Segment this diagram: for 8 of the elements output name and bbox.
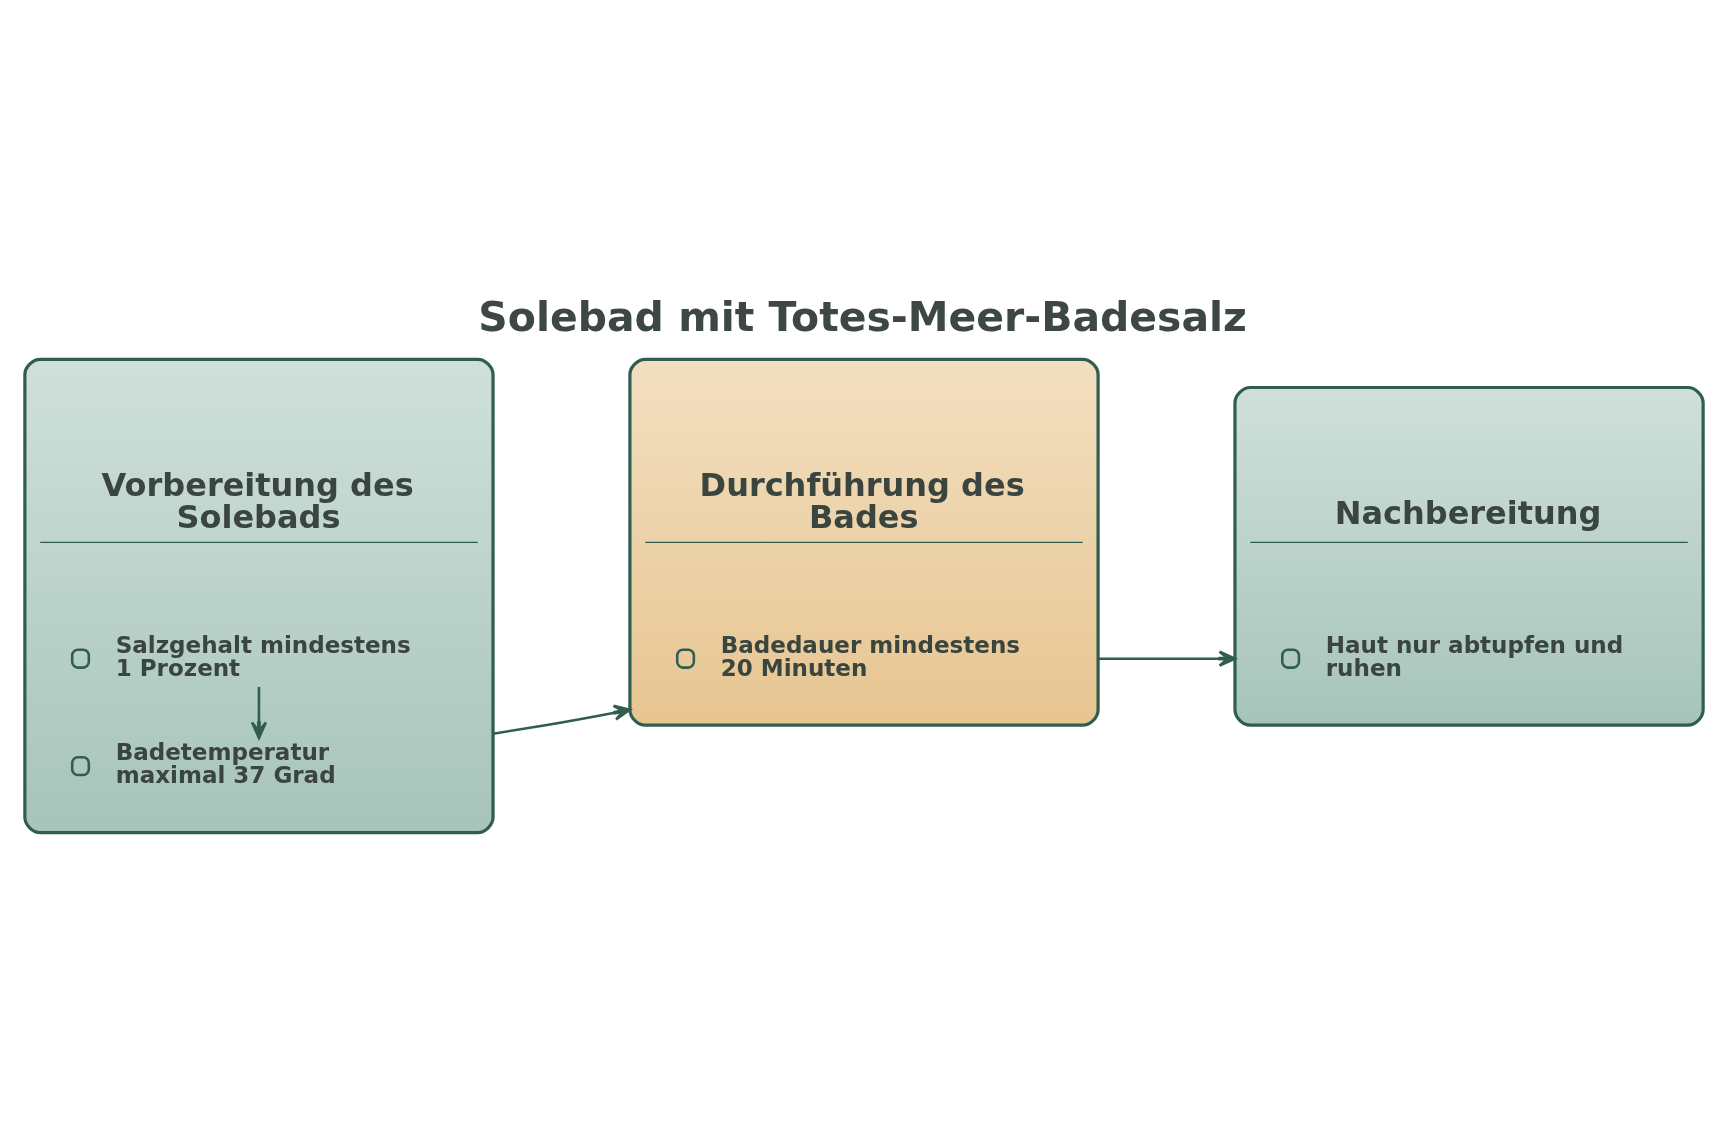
arrow [1098,650,1237,667]
arrow [492,704,632,735]
node-label: Badetemperatur maximal 37 Grad [115,738,336,788]
node-label: Salzgehalt mindestens 1 Prozent [115,631,411,681]
arrow [250,686,268,739]
diagram-title: Solebad mit Totes-Meer-Badesalz [478,292,1247,341]
node-label: Haut nur abtupfen und ruhen [1325,631,1624,681]
node-label: Badedauer mindestens 20 Minuten [720,631,1020,681]
